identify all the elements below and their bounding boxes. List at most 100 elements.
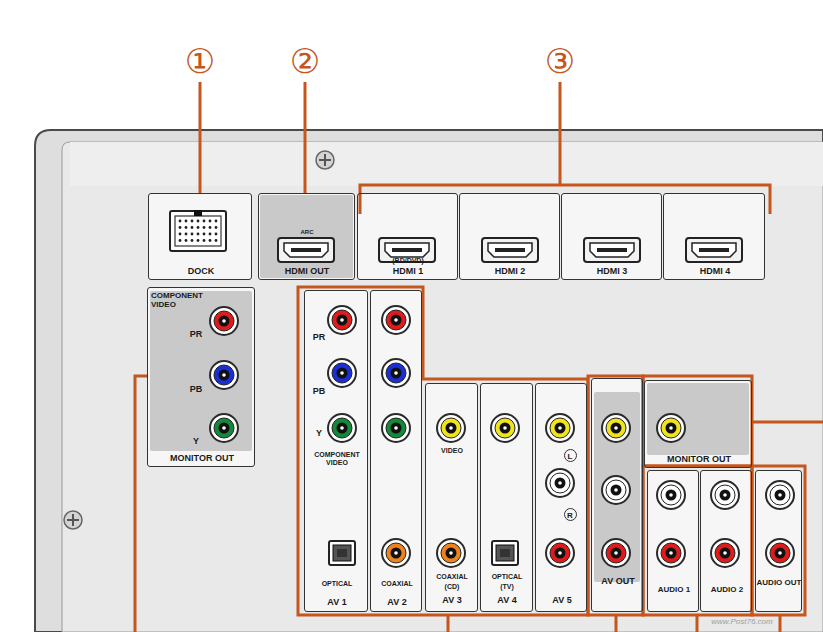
panel-lip bbox=[70, 142, 823, 186]
jack-color bbox=[770, 543, 790, 563]
bracket bbox=[752, 466, 805, 632]
jack-color bbox=[550, 543, 570, 563]
jack-color bbox=[386, 363, 406, 383]
port-label: MONITOR OUT bbox=[150, 454, 254, 464]
optical-jack bbox=[492, 541, 518, 565]
dock-pin bbox=[203, 220, 206, 223]
bracket bbox=[135, 376, 147, 632]
jack-color bbox=[332, 363, 352, 383]
jack-hole bbox=[666, 490, 677, 501]
port-label: AUDIO 1 bbox=[649, 586, 699, 595]
jack-ring bbox=[546, 469, 574, 497]
connector-group: OPTICAL (TV) AV 4 bbox=[480, 383, 533, 612]
jack-pin bbox=[222, 373, 226, 377]
jack-hole bbox=[611, 423, 622, 434]
connector-group: LRAV 5 bbox=[535, 383, 587, 612]
screw bbox=[316, 151, 334, 169]
box-fill bbox=[370, 290, 422, 612]
port-label: AV 4 bbox=[482, 596, 533, 606]
jack-color bbox=[715, 485, 735, 505]
jack-hole bbox=[555, 478, 566, 489]
box-fills bbox=[147, 193, 802, 612]
optical-port bbox=[337, 549, 347, 557]
port-label: OPTICAL bbox=[482, 573, 533, 581]
rca-jack bbox=[382, 306, 410, 334]
jack-color bbox=[715, 543, 735, 563]
jack-pin bbox=[558, 551, 562, 555]
jack-hole bbox=[611, 548, 622, 559]
jack-hole bbox=[337, 315, 348, 326]
jack-color bbox=[332, 310, 352, 330]
port-label: AV 3 bbox=[427, 596, 478, 606]
jack-pin bbox=[340, 371, 344, 375]
dock-pin bbox=[197, 239, 200, 242]
port-label: OPTICAL bbox=[306, 580, 368, 588]
port-label: HDMI OUT bbox=[260, 267, 355, 277]
jack-hole bbox=[720, 548, 731, 559]
jack-ring bbox=[437, 414, 465, 442]
jack-hole bbox=[391, 315, 402, 326]
jack-hole bbox=[500, 423, 511, 434]
port-label: (TV) bbox=[482, 583, 533, 591]
port-label: Y bbox=[310, 429, 328, 439]
dock-pin bbox=[203, 239, 206, 242]
jack-color bbox=[661, 418, 681, 438]
dock-pin bbox=[191, 233, 194, 236]
box-fill bbox=[561, 193, 662, 280]
rca-jack bbox=[437, 414, 465, 442]
jack-ring bbox=[602, 539, 630, 567]
box-fill bbox=[148, 193, 252, 280]
jack-hole bbox=[219, 316, 230, 327]
jack-color bbox=[214, 365, 234, 385]
connector-group: COAXIALAV 2 bbox=[370, 290, 422, 612]
jack-pin bbox=[669, 551, 673, 555]
jack-ring bbox=[711, 539, 739, 567]
port-label: (CD) bbox=[427, 583, 478, 591]
hdmi-port bbox=[686, 238, 742, 262]
hdmi-contacts bbox=[291, 248, 321, 252]
dock-pin bbox=[209, 220, 212, 223]
hdmi-body bbox=[278, 238, 334, 262]
jack-pin bbox=[394, 551, 398, 555]
rca-jack bbox=[491, 414, 519, 442]
port-label: MONITOR OUT bbox=[647, 455, 751, 465]
rca-jack bbox=[210, 307, 238, 335]
jack-hole bbox=[391, 548, 402, 559]
jack-pin bbox=[394, 426, 398, 430]
dock-pin bbox=[197, 220, 200, 223]
hdmi-socket bbox=[692, 243, 736, 257]
dock-pin bbox=[179, 226, 182, 229]
rca-jack bbox=[328, 414, 356, 442]
optical-port bbox=[500, 549, 510, 557]
dock-pin bbox=[215, 239, 218, 242]
port-label: L bbox=[564, 449, 577, 462]
jack-pin bbox=[778, 551, 782, 555]
box-fill bbox=[700, 470, 752, 612]
box-fill bbox=[304, 290, 368, 612]
jack-hole bbox=[337, 368, 348, 379]
panel-face bbox=[62, 142, 823, 632]
rca-jack bbox=[657, 539, 685, 567]
jack-ring bbox=[602, 414, 630, 442]
box-fill bbox=[535, 383, 587, 612]
jack-color bbox=[550, 473, 570, 493]
dock-pin bbox=[185, 226, 188, 229]
jack-color bbox=[495, 418, 515, 438]
dock-pin bbox=[179, 233, 182, 236]
rca-jack bbox=[328, 306, 356, 334]
optical-body bbox=[329, 541, 355, 565]
dock-pin bbox=[209, 233, 212, 236]
rca-jack bbox=[711, 481, 739, 509]
grey-panel bbox=[594, 392, 640, 582]
port-label: HDMI 4 bbox=[665, 267, 765, 277]
dock-pin bbox=[197, 226, 200, 229]
jack-ring bbox=[328, 414, 356, 442]
jack-pin bbox=[340, 318, 344, 322]
port-label: VIDEO bbox=[427, 447, 478, 455]
connector-group: HDMI 3 bbox=[561, 193, 662, 280]
dock-pin bbox=[209, 239, 212, 242]
jack-pin bbox=[558, 481, 562, 485]
port-label: Y bbox=[187, 437, 205, 447]
